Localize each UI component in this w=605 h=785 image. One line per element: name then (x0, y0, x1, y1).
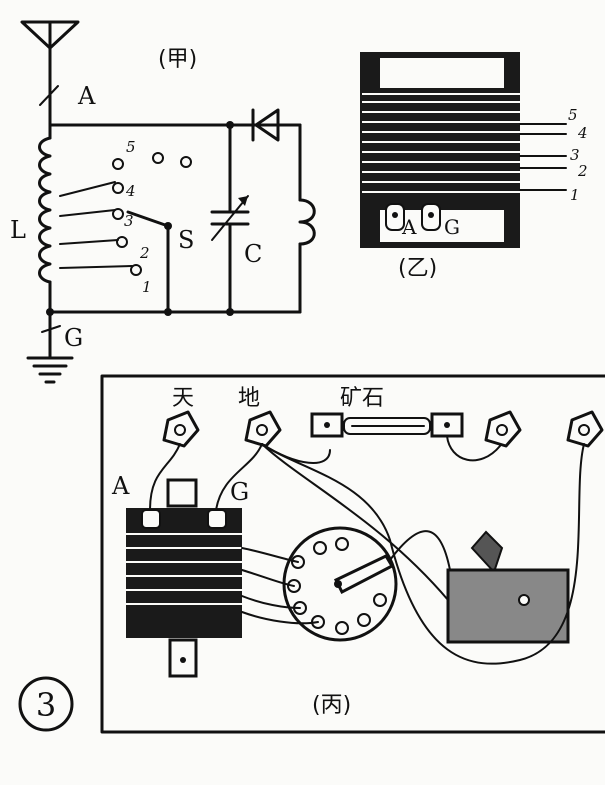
tap-label-5: 5 (126, 138, 136, 156)
coil-tap-2: 2 (577, 162, 588, 180)
board-coil (126, 478, 242, 678)
crystal-label: 矿石 (340, 386, 384, 411)
panel-jia-caption: (甲) (158, 47, 197, 72)
coil-windings (362, 93, 522, 193)
earphone-plug (446, 530, 570, 644)
panel-yi-coil: 5 4 3 2 1 A G (乙) (360, 52, 588, 281)
coil-tap-4: 4 (577, 124, 588, 142)
panel-jia-schematic: A (甲) C (10, 20, 316, 384)
variable-capacitor-symbol (210, 123, 250, 314)
tap-label-1: 1 (142, 278, 152, 296)
binding-posts (162, 410, 604, 448)
tap-label-3: 3 (124, 212, 134, 230)
coil-tap-leads (519, 123, 567, 191)
board-outline (100, 374, 605, 734)
capacitor-label: C (244, 240, 262, 268)
tap-label-2: 2 (139, 244, 150, 262)
coil-lugs (385, 203, 441, 231)
coil-tap-5: 5 (568, 106, 578, 124)
coil-tap-1: 1 (570, 186, 580, 204)
tap-label-4: 4 (125, 182, 136, 200)
antenna-terminal-label: A (77, 82, 96, 110)
panel-bing-caption: (丙) (312, 693, 351, 718)
ground-symbol (26, 308, 74, 384)
coil-lug-g-label: G (444, 215, 460, 239)
sky-terminal-label: 天 (172, 386, 194, 411)
figure-number-badge: 3 (18, 676, 74, 732)
antenna-symbol (20, 20, 80, 127)
coil-tap-3: 3 (570, 146, 580, 164)
board-coil-a-label: A (111, 472, 130, 500)
coil-label: L (10, 216, 26, 244)
panel-bing-wiring: 天 地 矿石 (100, 374, 605, 734)
tap-switch-contacts (112, 152, 192, 276)
coil-symbol (38, 123, 52, 314)
panel-yi-caption: (乙) (398, 256, 437, 281)
figure-number: 3 (36, 686, 56, 724)
crystal-detector (310, 412, 464, 438)
switch-label: S (178, 226, 194, 254)
coil-lug-a-label: A (401, 215, 417, 239)
diode-symbol (251, 108, 280, 142)
coil-taps (59, 181, 133, 269)
board-coil-g-label: G (230, 478, 249, 506)
switch-arm (126, 210, 172, 314)
board-wires (149, 435, 585, 665)
earphone-symbol (298, 198, 316, 246)
ground-terminal-label: G (64, 324, 83, 352)
earth-terminal-label: 地 (238, 386, 260, 411)
